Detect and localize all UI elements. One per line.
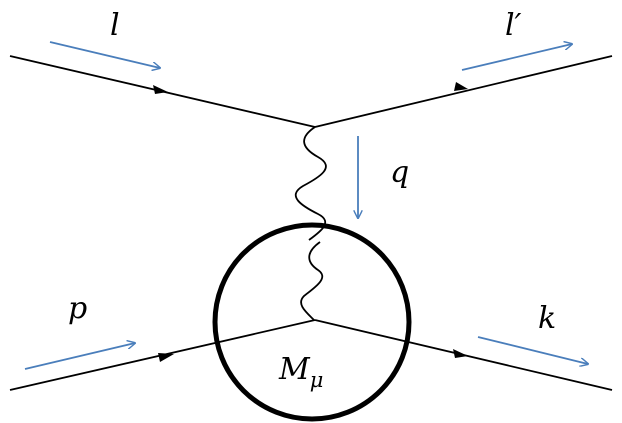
incoming-proton-arrowhead (158, 353, 174, 362)
amplitude-blob (212, 222, 412, 422)
outgoing-lepton-arrowhead (454, 82, 468, 91)
label-outgoing-particle: k (538, 301, 556, 336)
label-photon-momentum: q (390, 155, 409, 190)
momentum-arrow-k (477, 336, 588, 364)
momentum-arrow-p (24, 343, 135, 370)
virtual-photon-propagator (295, 126, 327, 241)
label-incoming-proton: p (68, 291, 87, 326)
label-amplitude: Mμ (278, 352, 323, 392)
label-outgoing-lepton: l′ (505, 8, 522, 43)
momentum-arrow-l (49, 41, 160, 68)
outgoing-lepton-line (314, 55, 613, 128)
label-incoming-lepton: l (110, 8, 120, 43)
virtual-photon-inner (300, 241, 324, 321)
label-amplitude-main: M (278, 352, 311, 387)
label-amplitude-sub: μ (310, 368, 324, 392)
momentum-arrow-l-prime (461, 44, 572, 71)
incoming-lepton-arrowhead (153, 85, 168, 94)
outgoing-particle-arrowhead (453, 349, 468, 358)
